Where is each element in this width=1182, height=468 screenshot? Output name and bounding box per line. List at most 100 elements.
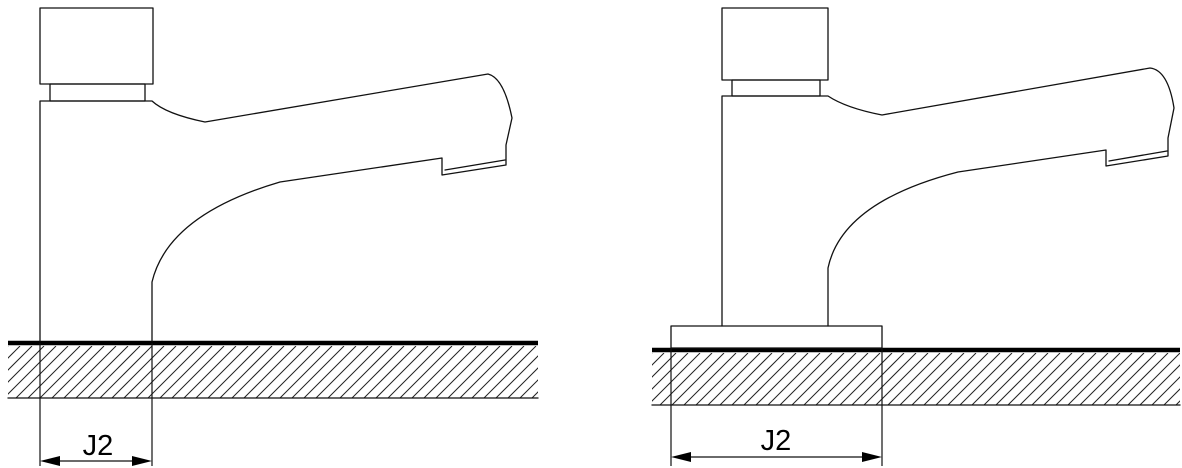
figure-base-mount: J2 [651,7,1181,466]
hatch-line [1079,353,1133,405]
hatch-line [435,346,489,398]
hatch-line [911,353,965,405]
hatch-line [652,353,653,354]
hatch-line [123,346,177,398]
hatch-line [683,353,737,405]
hatch-line [755,353,809,405]
hatch-line [935,353,989,405]
hatch-line [51,346,105,398]
hatch-line [971,353,1025,405]
hatch-line [1067,353,1121,405]
hatch-line [1043,353,1097,405]
hatch-line [731,353,785,405]
button-collar-right [731,79,821,97]
hatch-line [207,346,261,398]
hatch-line [195,346,249,398]
hatch-line [63,346,117,398]
hatch-line [8,346,33,371]
hatch-line [219,346,273,398]
hatch-line [147,346,201,398]
hatch-line [87,346,141,398]
hatch-line [351,346,405,398]
hatch-line [959,353,1013,405]
hatch-line [15,346,69,398]
aerator-detail-left [444,159,506,171]
hatch-line [1127,353,1180,405]
hatch-line [827,353,881,405]
hatch-line [387,346,441,398]
hatch-line [568,346,620,398]
hatch-line [695,353,749,405]
countertop-section-left [7,340,620,399]
hatch-line [39,346,93,398]
dimension-label-right: J2 [761,425,792,457]
dimension-arrow-right-end [862,452,882,462]
hatch-line [1151,376,1180,405]
hatch-line [791,353,845,405]
hatch-line [659,353,713,405]
hatch-line [671,353,725,405]
hatch-line [983,353,1037,405]
dimension-label-left: J2 [83,430,114,462]
dimension-arrow-left-start [40,456,60,466]
hatch-line [495,355,538,398]
hatch-line [315,346,369,398]
hatch-line [507,367,538,398]
hatch-line [1163,388,1180,405]
faucet-right [721,7,1175,327]
hatch-line [171,346,225,398]
hatch-line [135,346,189,398]
hatch-line [111,346,165,398]
hatch-line [291,346,345,398]
hatch-line [815,353,869,405]
hatch-line [779,353,833,405]
hatch-line [803,353,857,405]
hatch-line [1175,400,1180,405]
faucet-left [39,7,513,342]
hatch-line [863,353,917,405]
hatch-line [707,353,761,405]
hatch-line [8,346,21,359]
hatch-line [1139,364,1180,405]
hatch-line [544,346,596,398]
hatch-line [447,346,501,398]
hatch-line [339,346,393,398]
hatch-line [531,391,538,398]
hatch-line [995,353,1049,405]
dimension-arrow-left-end [132,456,152,466]
hatch-line [231,346,285,398]
hatch-line [399,346,453,398]
hatch-line [556,346,608,398]
hatch-line [99,346,153,398]
push-button-cap-right [721,7,829,81]
hatch-line [1055,353,1109,405]
hatch-line [851,353,905,405]
hatch-line [839,353,893,405]
hatch-line [423,346,477,398]
button-collar-left [49,83,146,102]
hatch-line [899,353,953,405]
hatch-line [519,379,538,398]
hatch-line [483,346,537,398]
hatch-line [1103,353,1157,405]
hatch-line [947,353,1001,405]
hatch-line [1115,353,1169,405]
hatch-line [652,353,689,390]
push-button-cap-left [39,7,154,85]
hatch-line [719,353,773,405]
hatch-line [8,346,57,395]
hatch-line [279,346,333,398]
hatch-line [1031,353,1085,405]
hatch-pattern-right [652,353,1180,405]
hatch-line [743,353,797,405]
hatch-line [459,346,513,398]
hatch-line [375,346,429,398]
hatch-line [411,346,465,398]
hatch-line [8,346,9,347]
hatch-line [8,346,45,383]
hatch-line [183,346,237,398]
hatch-line [767,353,821,405]
countertop-section-right [651,347,1181,406]
hatch-line [159,346,213,398]
